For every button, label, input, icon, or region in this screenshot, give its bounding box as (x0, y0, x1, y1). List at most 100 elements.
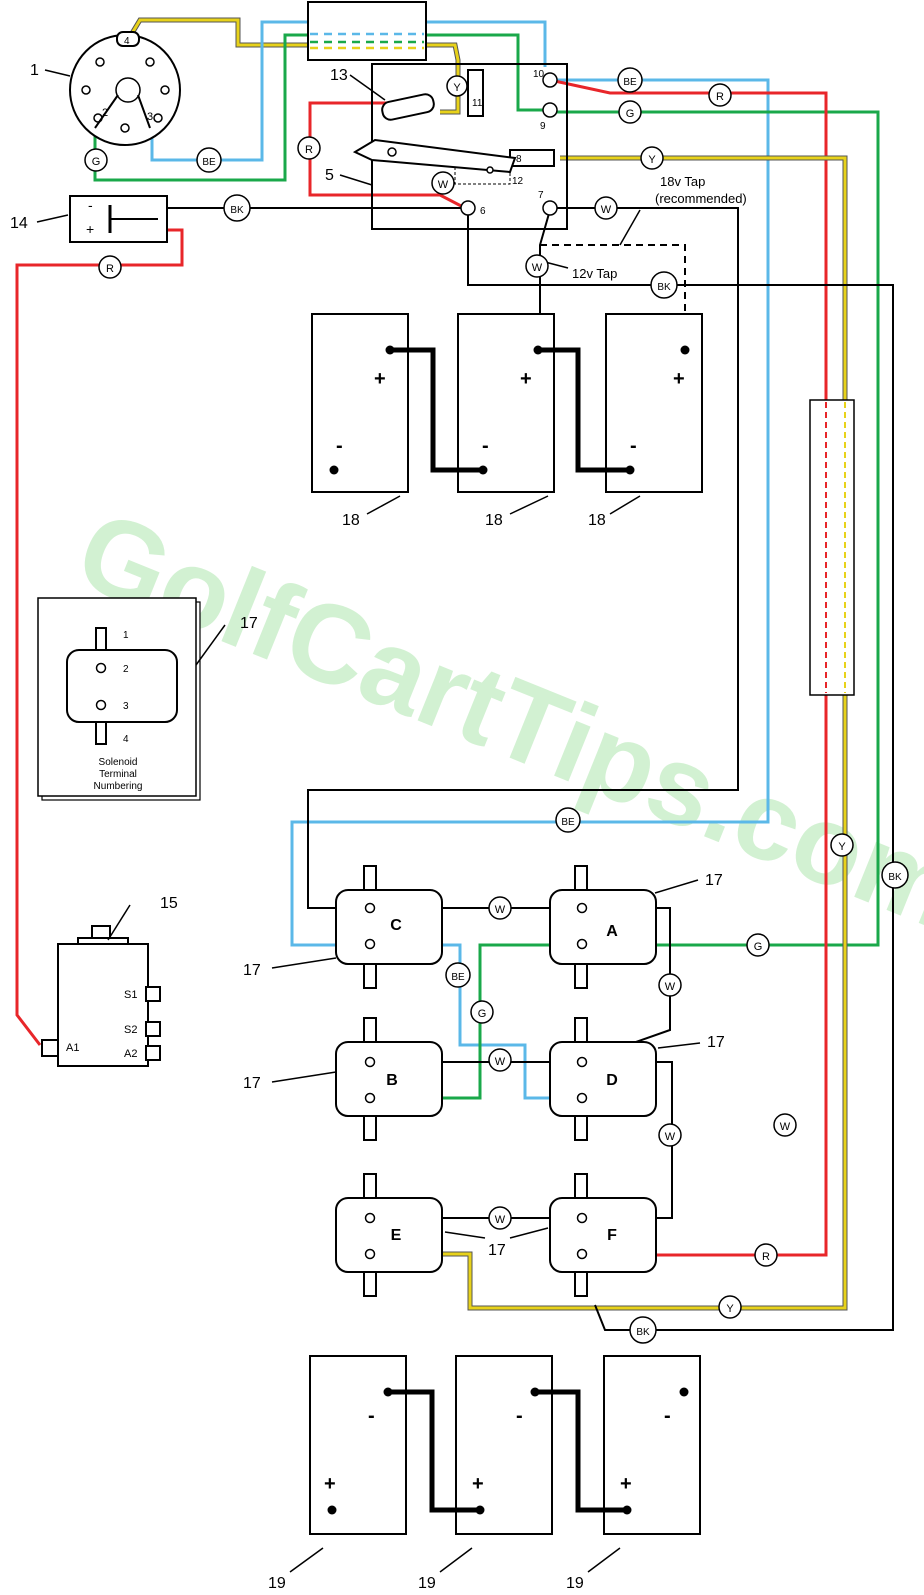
tag-W-ca: W (495, 904, 506, 916)
terminal-7 (542, 200, 558, 216)
bat18a-minus: - (336, 435, 343, 457)
wire-w-7-c (307, 207, 739, 909)
label-5: 5 (325, 167, 334, 184)
tag-W-ad: W (665, 981, 676, 993)
battery-19-a (309, 1355, 407, 1535)
resistor-13 (381, 93, 435, 121)
tap-18v-line1: 18v Tap (660, 174, 705, 189)
battery-link-top-1 (390, 347, 483, 473)
label-18-b: 18 (485, 512, 503, 529)
wire-green-main (372, 110, 880, 1100)
solenoid-F (549, 1173, 657, 1297)
solenoid-E (335, 1173, 443, 1297)
inset-solenoid-body (66, 649, 178, 723)
inset-caption-1: Solenoid (99, 757, 138, 768)
solenoid-F-label: F (607, 1227, 617, 1244)
battery-19-b (455, 1355, 553, 1535)
tag-BE-mid: BE (561, 817, 575, 828)
tag-W-loose: W (780, 1121, 791, 1133)
motor-S2: S2 (124, 1024, 137, 1036)
tap-12v: 12v Tap (572, 266, 617, 281)
wire-tag-circles (84, 67, 909, 1344)
label-14: 14 (10, 215, 28, 232)
switch-center (115, 77, 141, 103)
terminal-8-label: 8 (516, 154, 522, 165)
battery-18-b (457, 313, 555, 493)
tag-W-ef: W (495, 1214, 506, 1226)
bat18c-plus: + (673, 368, 685, 390)
terminal-12-label: 12 (512, 176, 524, 187)
harness-connector (307, 1, 427, 61)
tag-BK-right: BK (888, 872, 902, 883)
tag-W-7: W (601, 204, 612, 216)
terminal-10 (542, 72, 558, 88)
bat19b-minus: - (516, 1405, 523, 1427)
label-17-d: 17 (707, 1034, 725, 1051)
switch-contact-3 (137, 94, 151, 129)
label-17-a: 17 (705, 872, 723, 889)
bat19b-plus: + (472, 1473, 484, 1495)
label-15: 15 (160, 895, 178, 912)
switch-contact-2 (94, 94, 119, 129)
terminal-4-label: 4 (124, 36, 130, 47)
tag-G-a: G (754, 941, 763, 953)
label-17-c: 17 (243, 962, 261, 979)
tag-BE-10: BE (623, 77, 637, 88)
tag-W-tap: W (532, 262, 543, 274)
solenoid-A-label: A (606, 923, 618, 940)
wire-blue-switch (150, 20, 547, 162)
battery-link-bottom-2 (535, 1389, 627, 1513)
tag-G-switch: G (92, 156, 101, 168)
tag-R-top: R (716, 91, 724, 103)
inset-caption-3: Numbering (94, 781, 143, 792)
terminal-10-label: 10 (533, 69, 545, 80)
battery-link-top-2 (538, 347, 630, 473)
terminal-11-label: 11 (472, 98, 483, 109)
tag-Y-right: Y (838, 841, 846, 853)
leader-lines (36, 69, 701, 1573)
tap-18v-line2: (recommended) (655, 191, 747, 206)
terminal-6-label: 6 (480, 206, 486, 217)
solenoid-A (549, 865, 657, 989)
battery-link-bottom-1 (388, 1389, 480, 1513)
tag-Y-e: Y (726, 1303, 734, 1315)
tag-BE-c: BE (451, 972, 465, 983)
label-17-ef: 17 (488, 1242, 506, 1259)
receptacle-plus: + (86, 221, 94, 237)
terminal-2-label: 2 (102, 107, 108, 119)
tag-R-controller: R (305, 144, 313, 156)
tag-BK-14: BK (230, 205, 244, 216)
inset-term-4: 4 (123, 734, 129, 745)
tag-BE-switch: BE (202, 157, 216, 168)
motor-S1: S1 (124, 989, 137, 1001)
tag-BK-f: BK (636, 1327, 650, 1338)
wire-harness-sleeve (809, 399, 855, 696)
label-13: 13 (330, 67, 348, 84)
wire-red-controller (308, 101, 466, 210)
solenoid-B-label: B (386, 1072, 398, 1089)
wire-green-switch (93, 33, 548, 182)
tag-Y-controller: Y (453, 82, 461, 94)
inset-term-3: 3 (123, 701, 129, 712)
tag-R-f: R (762, 1251, 770, 1263)
solenoid-B (335, 1017, 443, 1141)
terminal-7-label: 7 (538, 190, 544, 201)
wire-yellow-main (372, 156, 847, 1310)
motor-A1: A1 (66, 1042, 79, 1054)
switch-terminal-4 (116, 31, 140, 47)
label-17-inset: 17 (240, 615, 258, 632)
motor-A2: A2 (124, 1048, 137, 1060)
receptacle-minus: - (88, 197, 93, 213)
selector-arm (352, 138, 517, 174)
tag-Y-8: Y (648, 154, 656, 166)
bat18a-plus: + (374, 368, 386, 390)
tag-W-arm: W (438, 179, 449, 191)
bat19a-plus: + (324, 1473, 336, 1495)
bat19c-plus: + (620, 1473, 632, 1495)
tag-W-df: W (665, 1131, 676, 1143)
label-19-c: 19 (566, 1575, 584, 1592)
inset-term-2: 2 (123, 664, 129, 675)
terminal-6 (460, 200, 476, 216)
bat18b-minus: - (482, 435, 489, 457)
